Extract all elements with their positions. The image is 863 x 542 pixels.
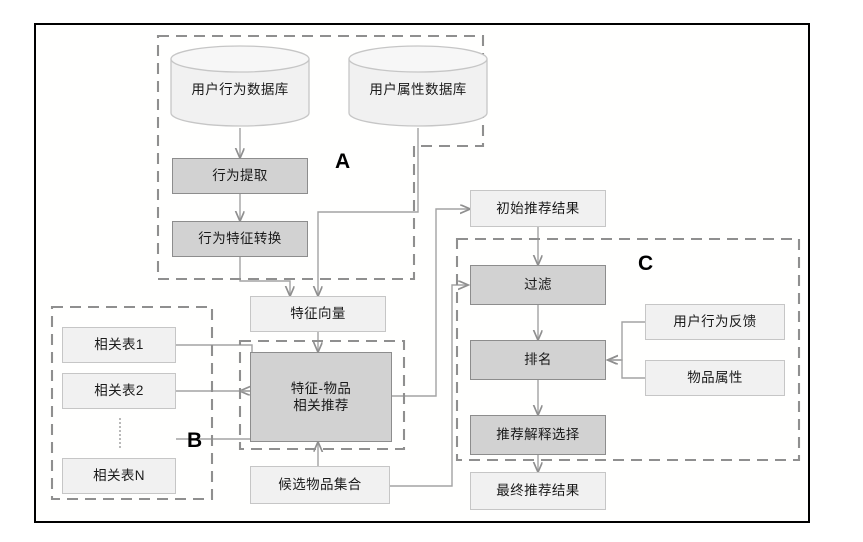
initial-recommend-result-label: 初始推荐结果	[496, 200, 580, 216]
relation-table-n-node[interactable]: 相关表N	[62, 458, 176, 494]
relation-table-2-node[interactable]: 相关表2	[62, 373, 176, 409]
recommend-explain-select-label: 推荐解释选择	[496, 427, 580, 443]
user-behavior-db: 用户行为数据库	[170, 45, 310, 127]
edge-feedback-to-ranking	[608, 321, 645, 360]
user-attribute-db: 用户属性数据库	[348, 45, 488, 127]
relation-table-2-label: 相关表2	[94, 383, 144, 399]
feature-vector-label: 特征向量	[290, 306, 346, 322]
candidate-item-set-node[interactable]: 候选物品集合	[250, 466, 390, 504]
ranking-node[interactable]: 排名	[470, 340, 606, 380]
feature-vector-node[interactable]: 特征向量	[250, 296, 386, 332]
recommend-explain-select-node[interactable]: 推荐解释选择	[470, 415, 606, 455]
edge-transform-to-featurevector	[239, 256, 290, 296]
filter-label: 过滤	[524, 277, 552, 293]
cylinder-shape	[348, 45, 488, 127]
user-attribute-db-label: 用户属性数据库	[369, 82, 467, 97]
group-b-label: B	[187, 429, 203, 452]
relation-table-n-label: 相关表N	[93, 468, 145, 484]
user-behavior-feedback-node[interactable]: 用户行为反馈	[645, 304, 785, 340]
cylinder-shape	[170, 45, 310, 127]
final-recommend-result-label: 最终推荐结果	[496, 483, 580, 499]
group-c-boundary	[455, 237, 801, 462]
ranking-label: 排名	[524, 352, 552, 368]
item-attribute-node[interactable]: 物品属性	[645, 360, 785, 396]
behavior-feature-transform-node[interactable]: 行为特征转换	[172, 221, 308, 257]
candidate-item-set-label: 候选物品集合	[278, 477, 362, 493]
final-recommend-result-node[interactable]: 最终推荐结果	[470, 472, 606, 510]
feature-item-recommend-label-line1: 特征-物品	[290, 380, 352, 396]
edge-recommend-to-initialresult	[392, 209, 470, 397]
relation-table-1-label: 相关表1	[94, 337, 144, 353]
feature-item-recommend-label-line2: 相关推荐	[293, 398, 349, 413]
initial-recommend-result-node[interactable]: 初始推荐结果	[470, 190, 606, 227]
behavior-extraction-label: 行为提取	[212, 168, 268, 184]
user-behavior-feedback-label: 用户行为反馈	[673, 314, 757, 330]
relation-table-1-node[interactable]: 相关表1	[62, 327, 176, 363]
feature-item-recommend-node[interactable]: 特征-物品 相关推荐	[250, 352, 392, 442]
behavior-extraction-node[interactable]: 行为提取	[172, 158, 308, 194]
group-c-label: C	[638, 252, 654, 275]
item-attribute-label: 物品属性	[687, 370, 743, 386]
group-recommend-boundary	[238, 339, 406, 451]
user-behavior-db-label: 用户行为数据库	[191, 82, 289, 97]
group-b-boundary	[50, 305, 214, 501]
group-a-label: A	[335, 150, 351, 173]
edge-itemattribute-to-ranking	[608, 360, 645, 379]
edge-candidate-to-filter	[390, 285, 468, 487]
ellipsis-dots	[119, 418, 121, 448]
edge-attrdb-to-featurevector	[318, 128, 419, 296]
filter-node[interactable]: 过滤	[470, 265, 606, 305]
behavior-feature-transform-label: 行为特征转换	[198, 231, 282, 247]
group-a-boundary	[156, 34, 485, 281]
